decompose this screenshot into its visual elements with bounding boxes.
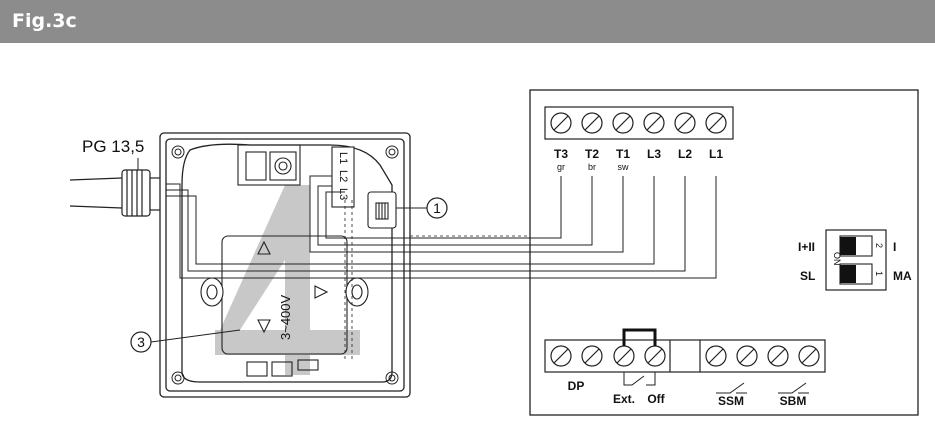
bottom-terminal-block: [544, 339, 826, 373]
figure-title: Fig.3c: [12, 10, 77, 32]
terminal-ext-label: Ext.: [613, 392, 635, 406]
dip-label-i: I: [893, 240, 896, 254]
dip-number-1: 1: [874, 271, 884, 276]
callout-3-label: 3: [137, 334, 145, 350]
top-terminal-labels: T3 gr T2 br T1 sw L3 L2 L1: [554, 147, 723, 172]
dip-switch: ON 2 1: [825, 229, 887, 291]
top-terminal-block: [544, 106, 734, 140]
dip-number-2: 2: [874, 243, 884, 248]
terminal-l2-label: L2: [678, 147, 692, 161]
terminal-ssm-label: SSM: [718, 394, 744, 408]
strip-label-l1: L1: [337, 152, 349, 164]
dip-label-i-ii: I+II: [798, 240, 815, 254]
strip-label-l2: L2: [337, 170, 349, 182]
grey-4-graphic: [215, 185, 360, 375]
terminal-t1-color: sw: [618, 162, 630, 172]
strip-label-l3: L3: [337, 188, 349, 200]
callout-1: 1: [396, 197, 448, 219]
dip-label-sl: SL: [800, 269, 815, 283]
wiring: [166, 175, 717, 279]
callout-3: 3: [130, 329, 241, 353]
ext-off-jumper: [622, 328, 657, 346]
hidden-wire-marks: [344, 200, 531, 360]
terminal-t3-label: T3: [554, 147, 568, 161]
corner-screws: [171, 145, 399, 385]
callout-1-label: 1: [433, 200, 441, 216]
terminal-l1-label: L1: [709, 147, 723, 161]
terminal-t2-color: br: [588, 162, 596, 172]
cable-gland-label: PG 13,5: [82, 137, 144, 156]
terminal-t1-label: T1: [616, 147, 630, 161]
terminal-t3-color: gr: [557, 162, 565, 172]
switch-block: [237, 144, 301, 186]
contact-symbols: [623, 372, 809, 394]
thermal-contact-block: [367, 191, 397, 229]
figure-header-bar: Fig.3c: [0, 0, 935, 43]
cable-gland: [69, 169, 163, 217]
terminal-t2-label: T2: [585, 147, 599, 161]
dip-label-ma: MA: [893, 269, 912, 283]
terminal-l3-label: L3: [647, 147, 661, 161]
terminal-off-label: Off: [647, 392, 665, 406]
motor-terminal-strip: L1 L2 L3: [331, 146, 355, 208]
terminal-dp-label: DP: [568, 379, 585, 393]
terminal-sbm-label: SBM: [780, 394, 807, 408]
dip-on-label: ON: [832, 252, 842, 266]
rating-label: 3~400V: [278, 294, 293, 340]
